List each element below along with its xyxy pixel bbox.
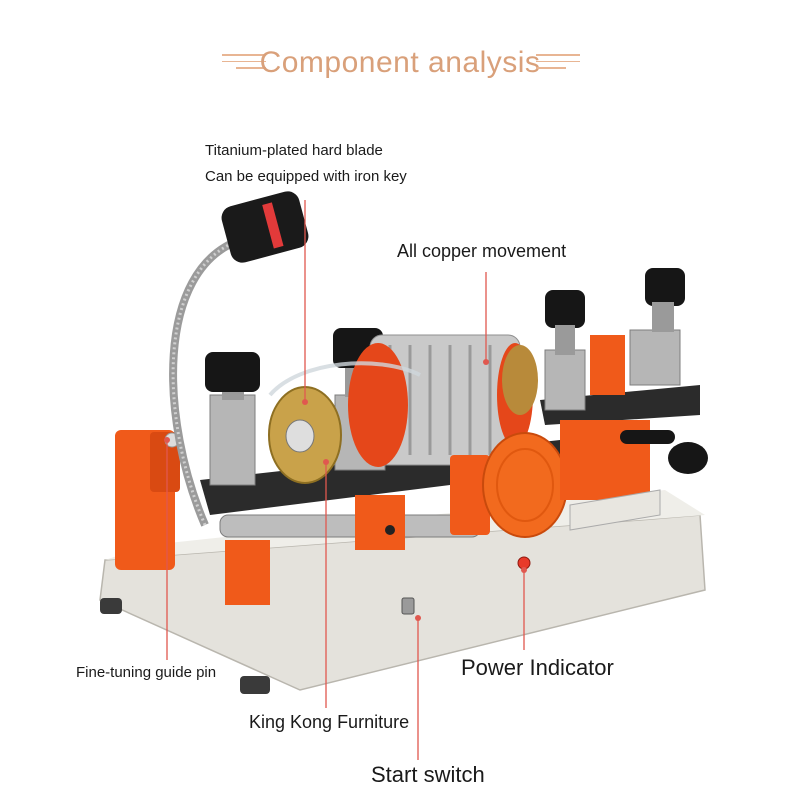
label-power-indicator: Power Indicator bbox=[461, 655, 614, 680]
page-title: Component analysis bbox=[259, 46, 541, 79]
label-furniture: King Kong Furniture bbox=[249, 712, 410, 732]
right-clamp-2 bbox=[629, 268, 685, 386]
right-clamp-1 bbox=[544, 290, 586, 411]
title-decoration-right bbox=[536, 54, 580, 74]
label-blade-line2: Can be equipped with iron key bbox=[205, 168, 407, 185]
base-foot-front bbox=[240, 676, 270, 694]
adjust-handwheel bbox=[450, 432, 568, 538]
label-blade-line1: Titanium-plated hard blade bbox=[205, 142, 383, 159]
lever-handle bbox=[620, 430, 708, 474]
lamp-head bbox=[221, 191, 309, 263]
front-orange-block bbox=[355, 495, 405, 550]
label-movement: All copper movement bbox=[397, 241, 567, 261]
slide-rail bbox=[219, 514, 481, 538]
start-switch-toggle bbox=[401, 597, 415, 615]
label-start-switch: Start switch bbox=[371, 762, 485, 787]
base-foot-left bbox=[100, 598, 122, 614]
right-cutter bbox=[502, 345, 538, 415]
right-carriage-orange bbox=[590, 335, 625, 395]
title-decoration-left bbox=[222, 54, 266, 74]
left-clamp bbox=[205, 352, 260, 486]
leader-lines bbox=[166, 200, 525, 760]
front-left-orange-block bbox=[225, 540, 270, 605]
label-guide-pin: Fine-tuning guide pin bbox=[76, 664, 217, 681]
